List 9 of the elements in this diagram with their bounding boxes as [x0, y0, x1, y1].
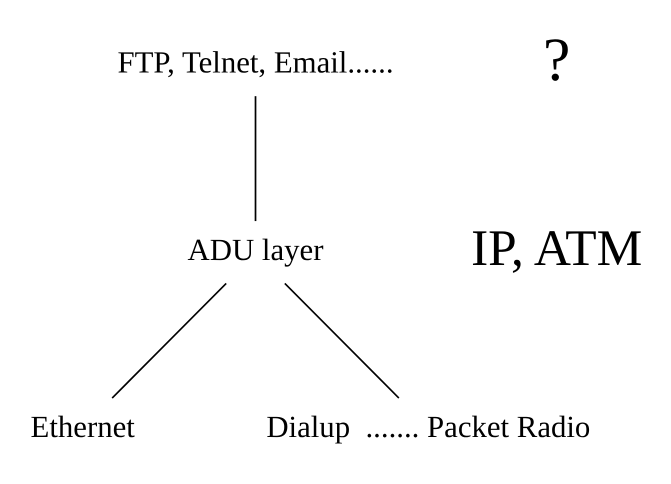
node-text: Dialup ....... Packet Radio [266, 410, 590, 444]
node-text: Ethernet [30, 410, 135, 444]
label: IP, ATM [471, 220, 642, 278]
connector [254, 96, 256, 222]
connector [284, 282, 400, 399]
node-text: ADU layer [188, 232, 324, 267]
connector [112, 282, 227, 399]
label: ? [542, 26, 570, 94]
node-text: FTP, Telnet, Email...... [118, 45, 394, 80]
